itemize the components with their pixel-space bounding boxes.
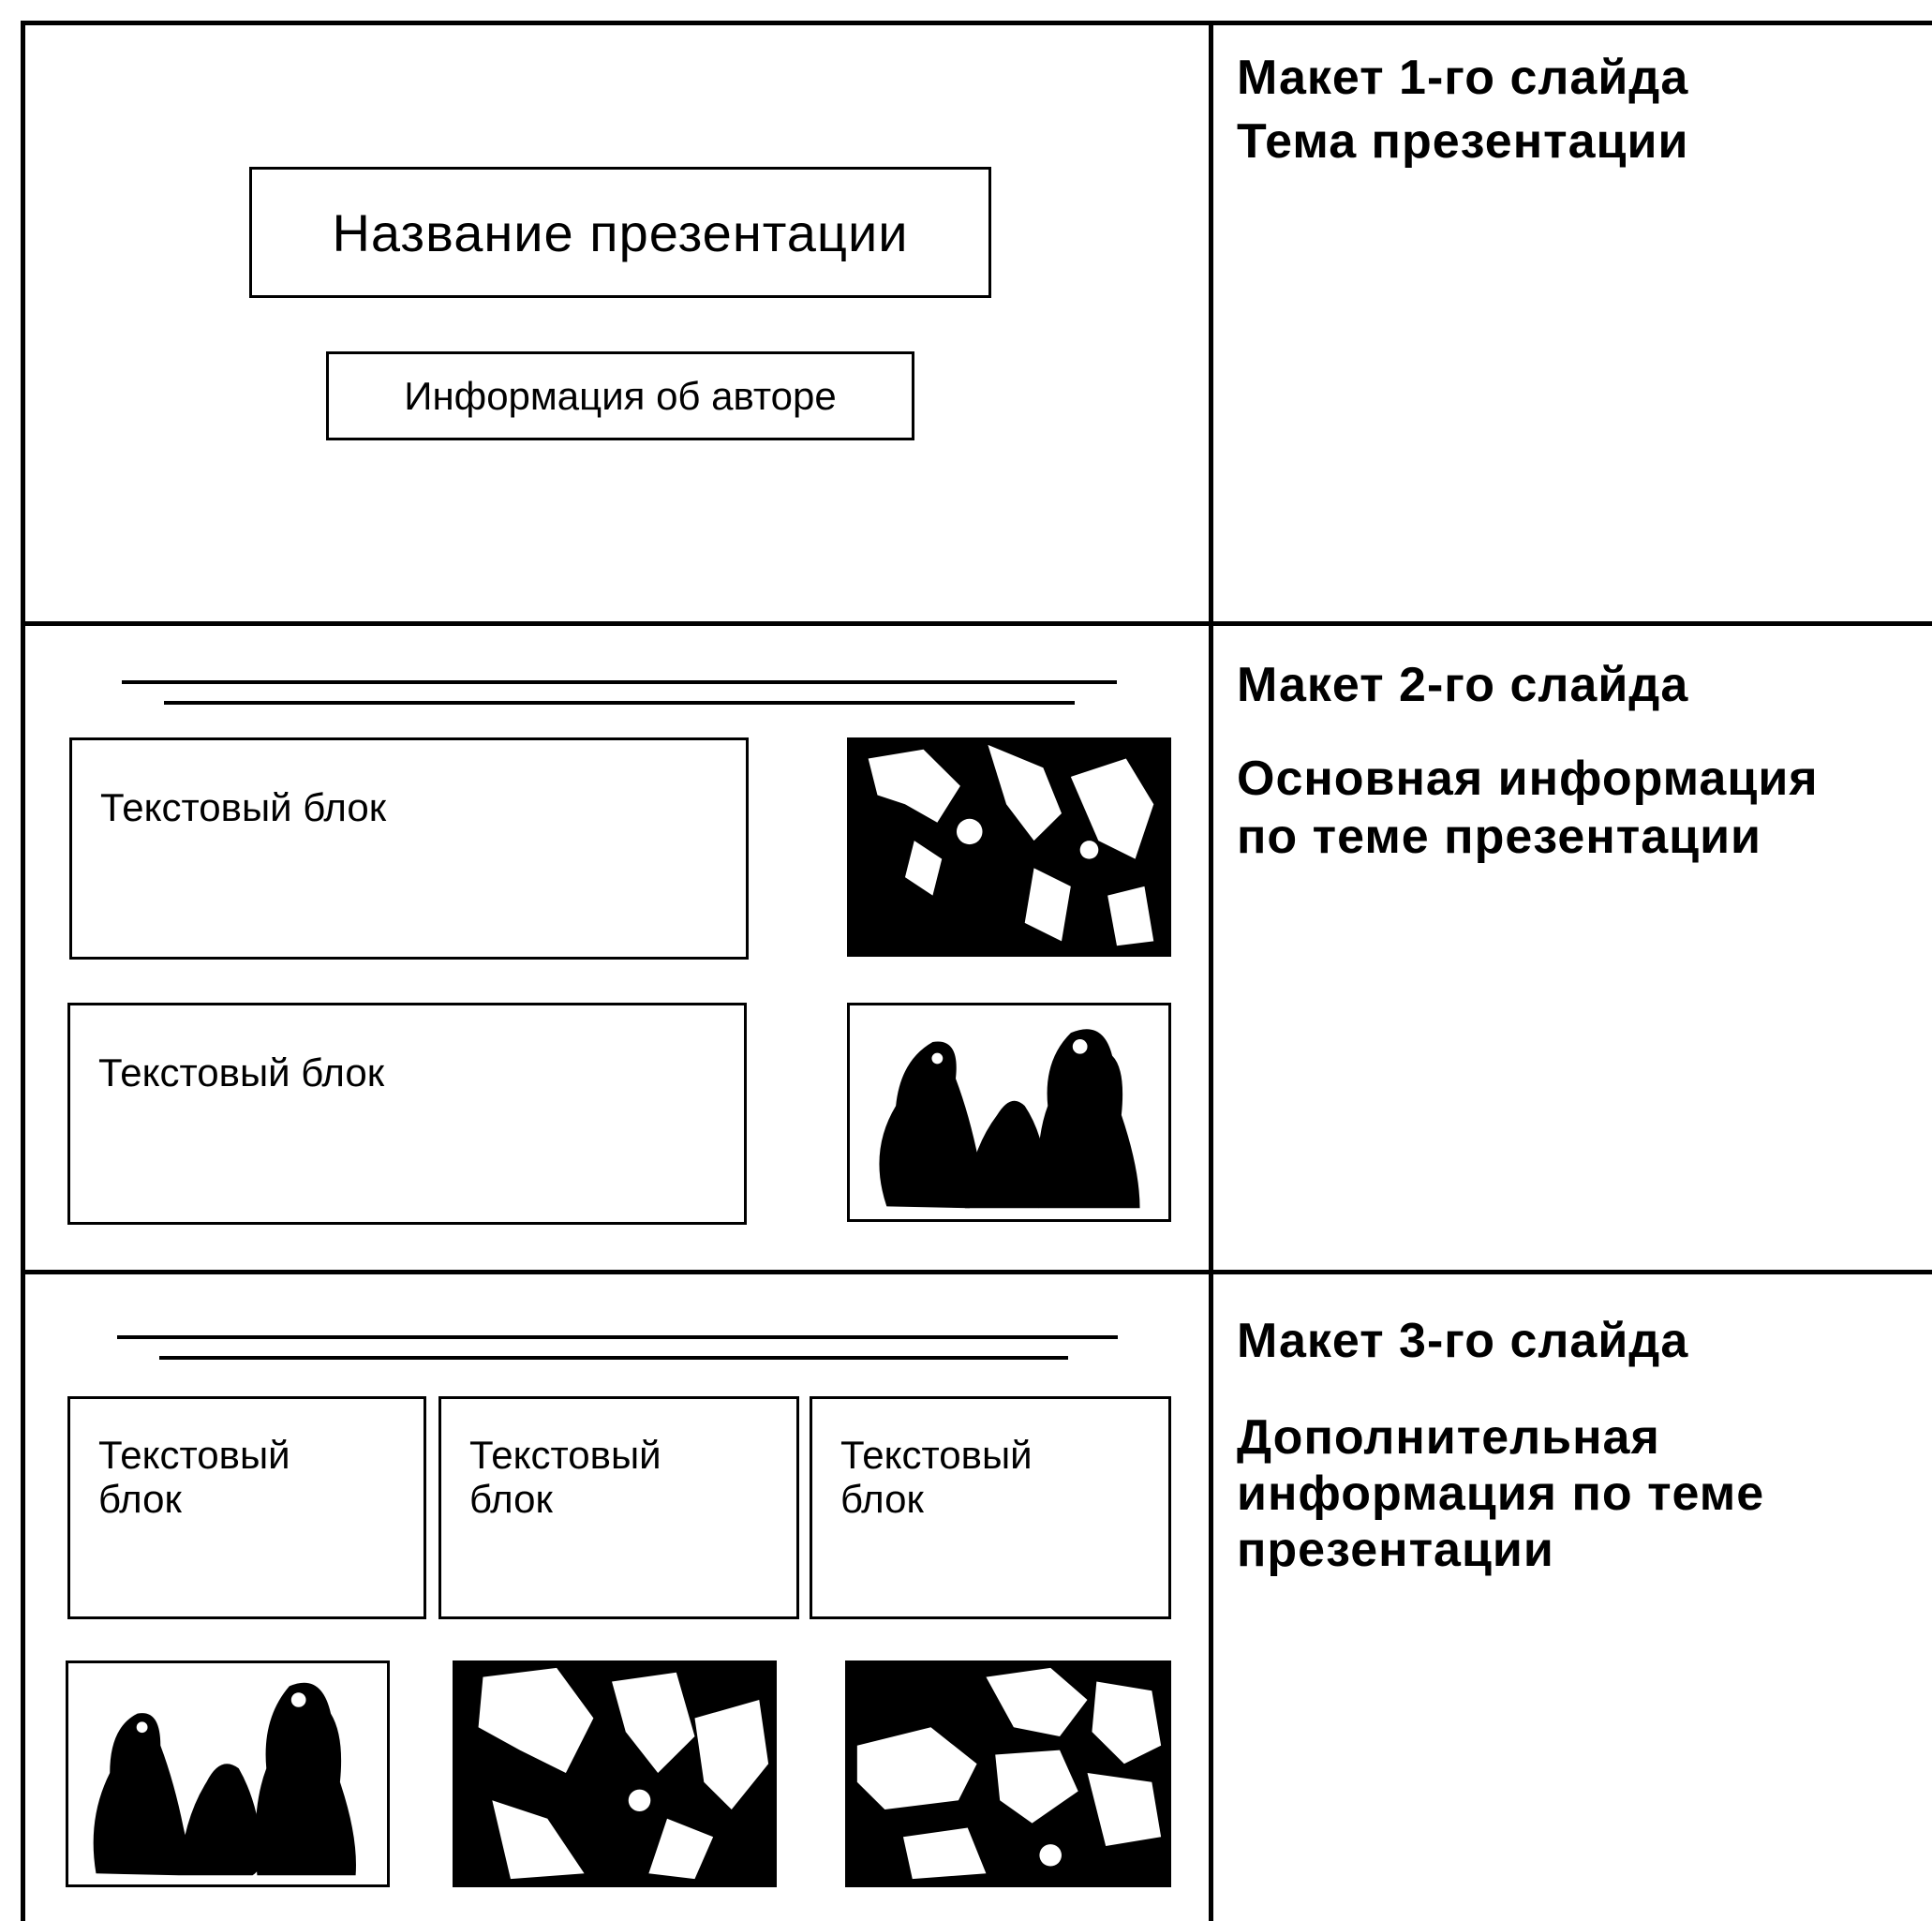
text-block-label: Текстовый блок	[100, 785, 387, 829]
text-block: Текстовый блок	[69, 737, 749, 960]
slide1-heading: Макет 1-го слайда	[1237, 51, 1689, 105]
text-block: Текстовый блок	[67, 1003, 747, 1225]
image-icon	[848, 1663, 1168, 1884]
penguins-photo	[66, 1660, 390, 1887]
image-icon	[850, 740, 1168, 954]
flowers-photo	[845, 1660, 1171, 1887]
text-block-label: Текстовый блок	[98, 1050, 385, 1095]
slide2-description: Основная информация по теме презентации	[1237, 752, 1819, 865]
slide1-subheading: Тема презентации	[1237, 114, 1689, 169]
text-block-label: Текстовый блок	[840, 1433, 1033, 1522]
forest-photo	[847, 737, 1171, 957]
row-divider-1	[21, 621, 1932, 626]
text-block: Текстовый блок	[438, 1396, 799, 1619]
image-icon	[455, 1663, 774, 1884]
text-block-label: Текстовый блок	[469, 1433, 661, 1522]
slide3-heading: Макет 3-го слайда	[1237, 1314, 1689, 1368]
presentation-title-box: Название презентации	[249, 167, 991, 298]
title-rule-top	[122, 680, 1117, 684]
text-block: Текстовый блок	[67, 1396, 426, 1619]
title-rule-bottom	[164, 701, 1075, 705]
text-block-label: Текстовый блок	[98, 1433, 290, 1522]
layout-table	[21, 21, 1932, 1921]
column-divider	[1209, 21, 1213, 1921]
forest-photo	[453, 1660, 777, 1887]
title-rule-top	[117, 1335, 1118, 1339]
penguins-photo	[847, 1003, 1171, 1222]
image-icon	[68, 1663, 387, 1884]
row-divider-2	[21, 1270, 1932, 1274]
image-icon	[850, 1005, 1168, 1219]
slide3-description: Дополнительная информация по теме презен…	[1237, 1410, 1765, 1577]
author-info-box: Информация об авторе	[326, 351, 914, 440]
slide2-heading: Макет 2-го слайда	[1237, 658, 1689, 712]
title-rule-bottom	[159, 1356, 1068, 1360]
text-block: Текстовый блок	[810, 1396, 1171, 1619]
